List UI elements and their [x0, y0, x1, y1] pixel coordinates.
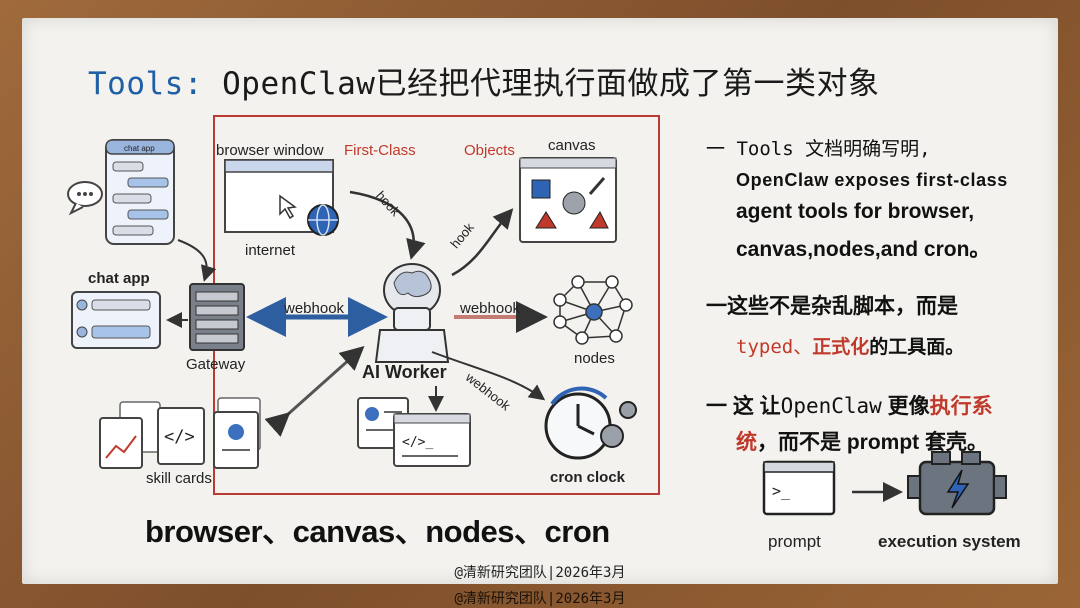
- page-title: Tools: OpenClaw已经把代理执行面做成了第一类对象: [88, 58, 879, 102]
- bullet-2-line-1: 一这些不是杂乱脚本，而是: [706, 295, 958, 318]
- svg-text:>_: >_: [772, 482, 791, 500]
- formal-text: 正式化: [812, 337, 870, 358]
- execution-system-label: execution system: [878, 532, 1021, 551]
- browser-window-label: browser window: [216, 142, 324, 159]
- bullet-3-mid: 更像: [881, 395, 930, 418]
- skill-cards: </>: [99, 397, 261, 469]
- footer-credit-frame: @清新研究团队|2026年3月: [454, 591, 626, 607]
- bullet-3-openclaw: OpenClaw: [780, 394, 882, 418]
- browser-window-drawing: [224, 159, 339, 236]
- title-text: OpenClaw已经把代理执行面做成了第一类对象: [202, 66, 880, 102]
- bullet-1-line-1: 一 Tools 文档明确写明,: [706, 138, 931, 160]
- bullet-3-prefix: 一 这 让: [706, 395, 781, 418]
- bullet-3-exec: 执行系: [929, 395, 993, 418]
- prompt-terminal-icon: >_: [762, 460, 836, 516]
- bullet-1-line-2: OpenClaw exposes first-class: [736, 170, 1008, 190]
- skill-cards-label: skill cards: [146, 470, 212, 487]
- footer-credit: @清新研究团队|2026年3月: [454, 565, 626, 581]
- prompt-label: prompt: [768, 532, 821, 551]
- ai-worker-label: AI Worker: [362, 362, 447, 382]
- diagram-caption: browser、canvas、nodes、cron: [145, 514, 610, 549]
- speech-bubble-icon: [67, 181, 103, 216]
- chat-app-window: [71, 291, 161, 349]
- chat-app-small-label: chat app: [124, 144, 155, 153]
- svg-text:</>: </>: [164, 427, 195, 447]
- typed-text: typed、: [736, 336, 813, 358]
- title-keyword: Tools:: [88, 66, 203, 102]
- bullet-3-line-2-rest: ，而不是 prompt 套壳。: [757, 431, 988, 454]
- bullet-3-line-2-red: 统: [736, 431, 757, 454]
- bullet-2-line-2: typed、正式化的工具面。: [736, 332, 964, 359]
- gateway-label: Gateway: [186, 356, 246, 373]
- webhook-left-label: webhook: [284, 300, 345, 317]
- bullet-1-line-4: canvas,nodes,and cron。: [736, 238, 991, 261]
- canvas-drawing: [519, 157, 617, 243]
- svg-text:</>_: </>_: [402, 435, 433, 450]
- gateway-server: [189, 283, 245, 351]
- first-class-label: First-Class: [344, 142, 416, 159]
- objects-label: Objects: [464, 142, 515, 159]
- nodes-network: [553, 275, 633, 345]
- cron-clock-drawing: [544, 386, 637, 460]
- bullet-1-line-3: agent tools for browser,: [736, 200, 975, 223]
- bullet-3-line-1: 一 这 让OpenClaw 更像执行系: [706, 390, 993, 420]
- code-windows: </>_: [357, 397, 471, 467]
- engine-icon: [907, 451, 1007, 516]
- cron-clock-label: cron clock: [550, 469, 626, 486]
- webhook-right-label: webhook: [460, 300, 521, 317]
- ai-worker-robot: [374, 263, 450, 363]
- nodes-label: nodes: [574, 350, 615, 367]
- bullet-3-line-2: 统，而不是 prompt 套壳。: [736, 426, 988, 456]
- internet-label: internet: [245, 242, 296, 259]
- canvas-label: canvas: [548, 137, 596, 154]
- chat-app-label: chat app: [88, 270, 150, 287]
- tool-surface-text: 的工具面。: [869, 337, 965, 358]
- chat-app-window-small: [105, 139, 175, 245]
